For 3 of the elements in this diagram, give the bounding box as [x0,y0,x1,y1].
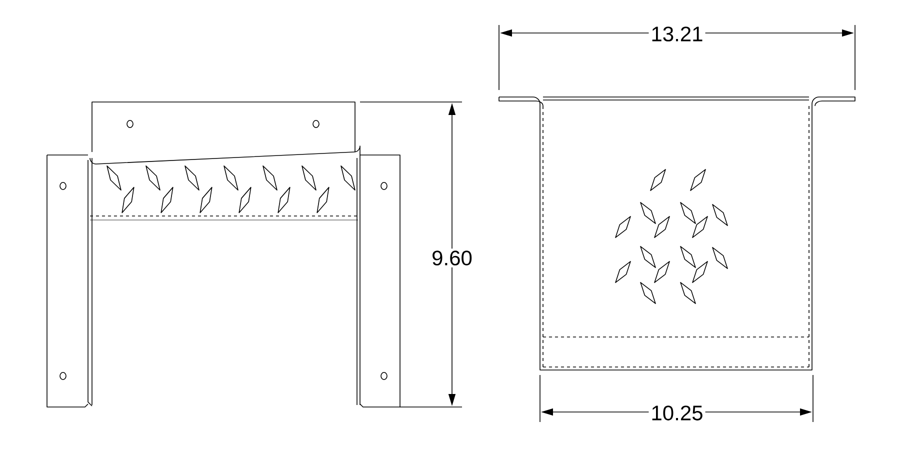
dimension-label: 9.60 [430,248,474,268]
dimension-label: 13.21 [648,24,706,44]
dimension-label: 10.25 [648,404,706,422]
